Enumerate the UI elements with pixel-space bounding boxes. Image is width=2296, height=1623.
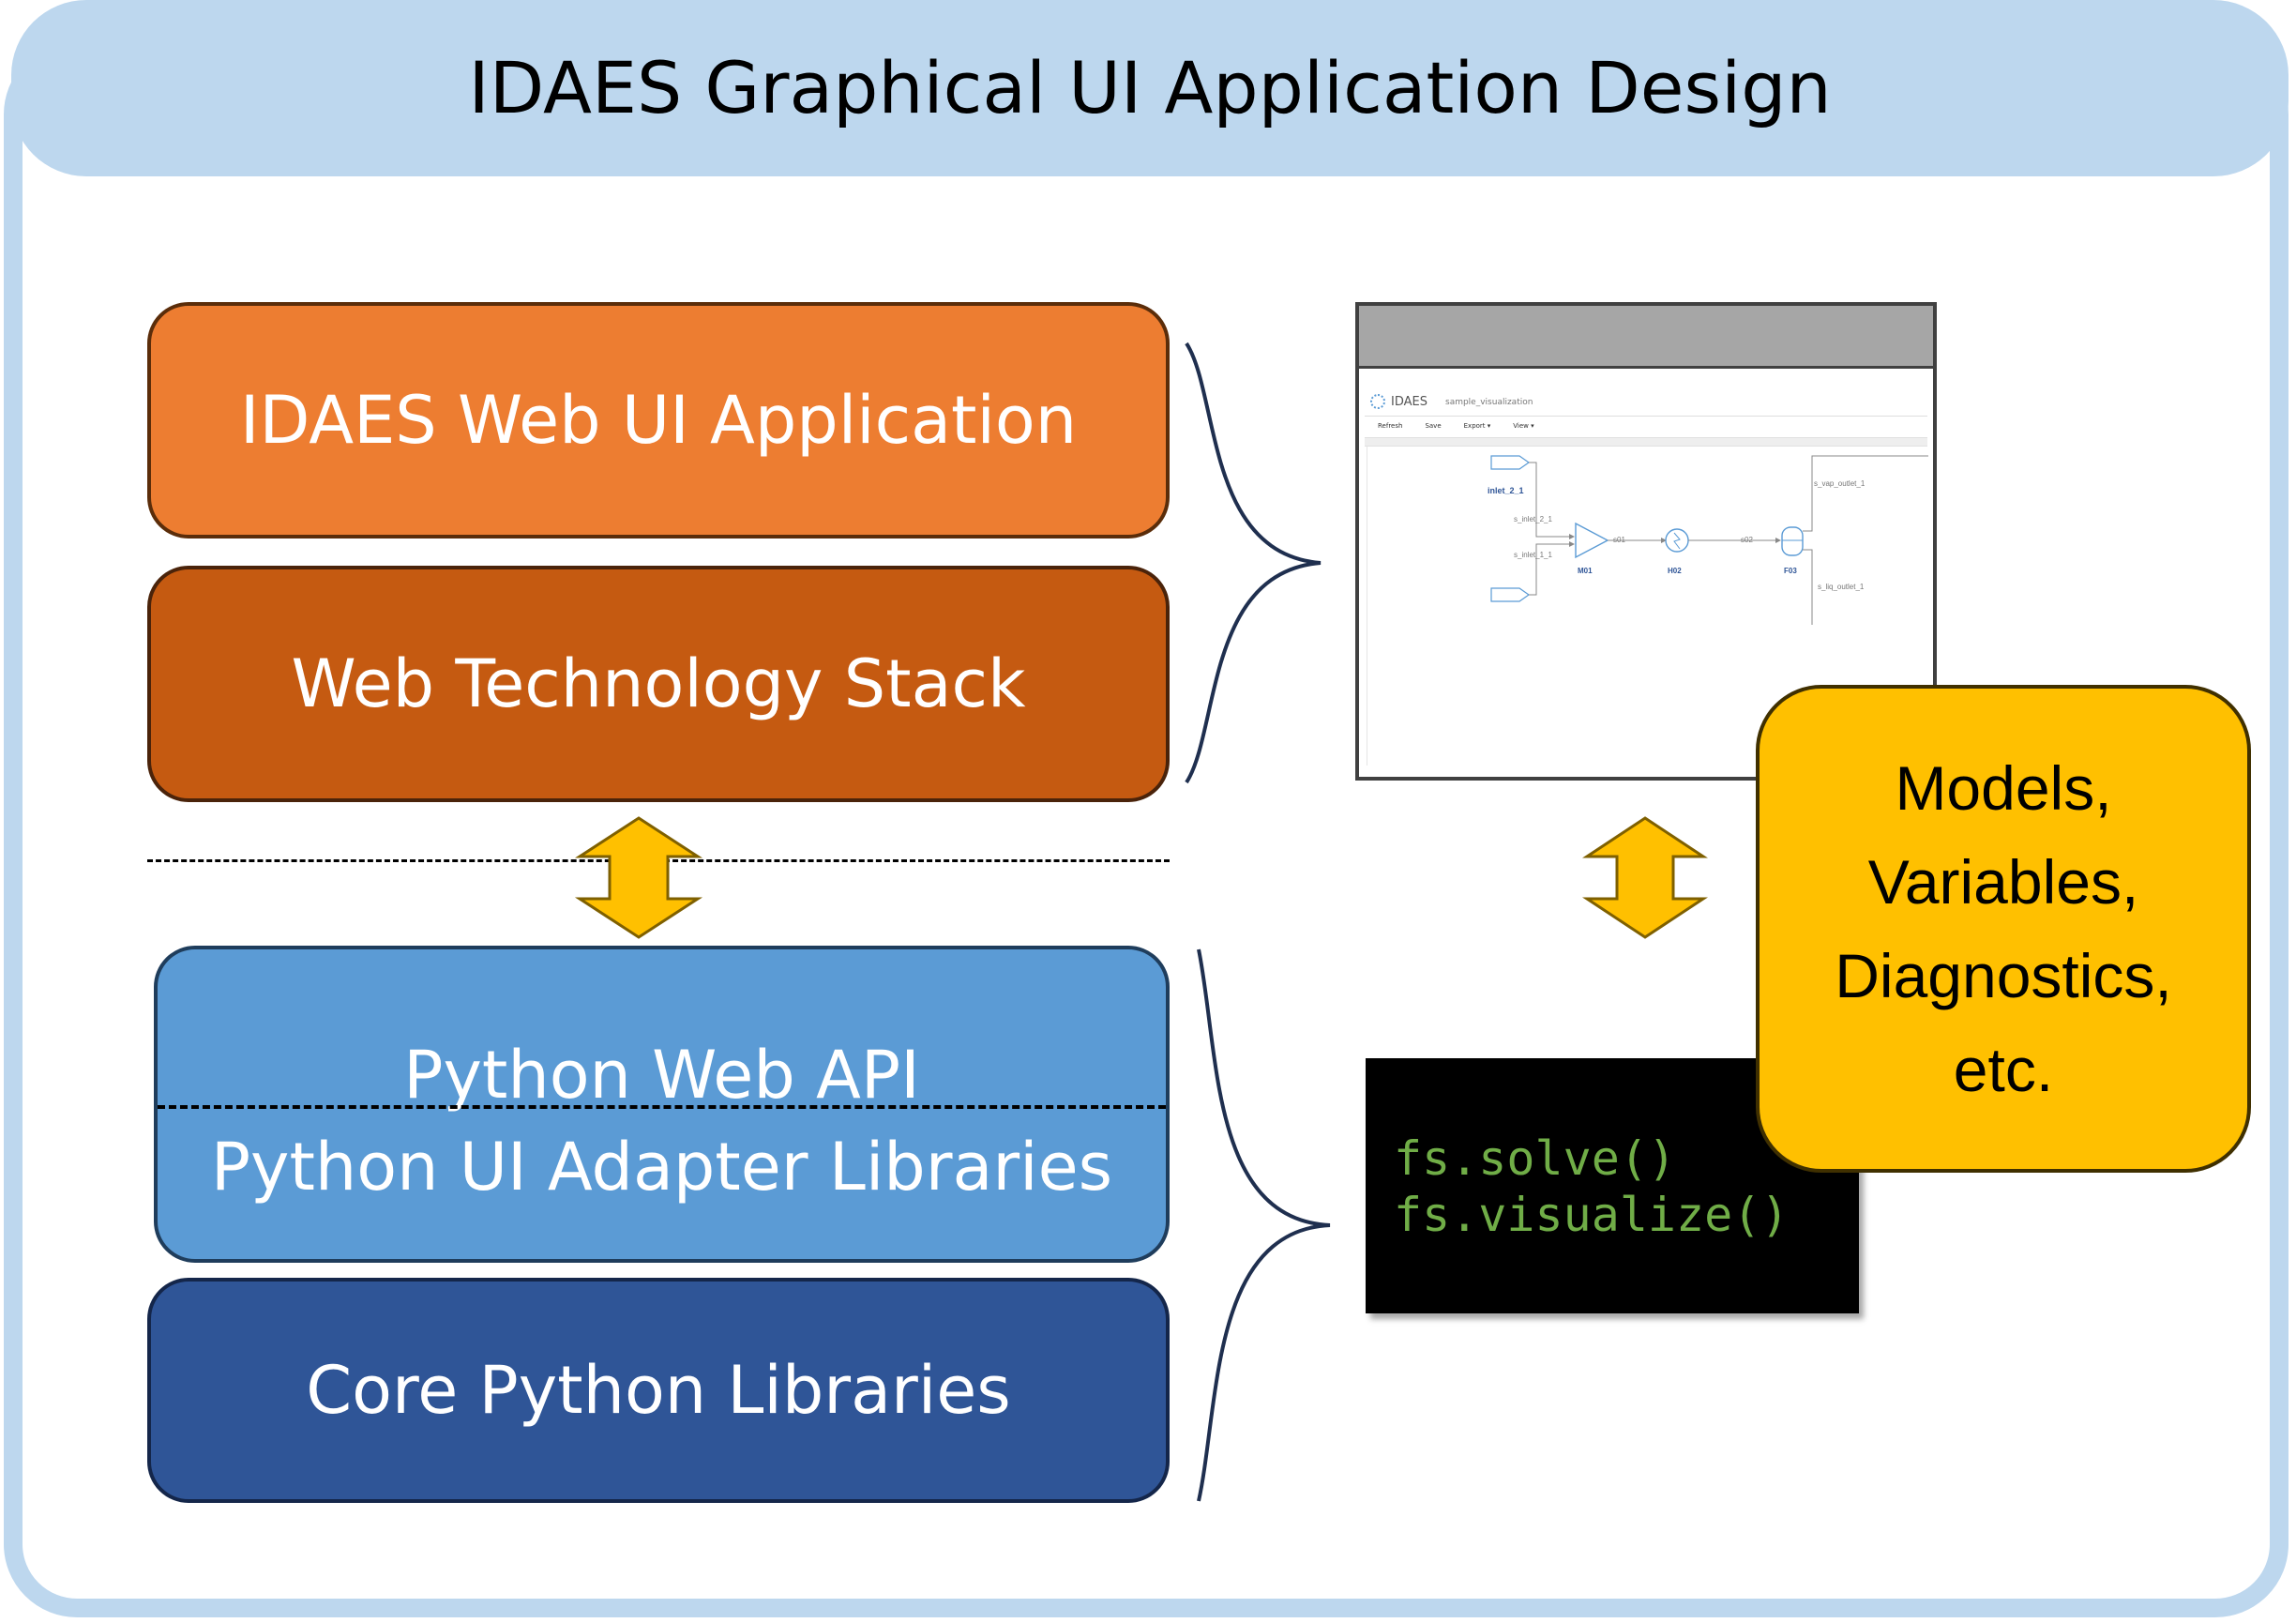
callout-line-etc: etc. xyxy=(1953,1035,2054,1104)
label-s-inlet-2-1: s_inlet_2_1 xyxy=(1514,515,1552,523)
layer-web-ui-application: IDAES Web UI Application xyxy=(147,302,1170,538)
label-s02: s02 xyxy=(1741,536,1753,544)
menu-save[interactable]: Save xyxy=(1425,422,1442,430)
layer-core-python-libraries: Core Python Libraries xyxy=(147,1278,1170,1503)
label-h02: H02 xyxy=(1668,567,1682,575)
terminal-line-visualize: fs.visualize() xyxy=(1394,1188,1790,1242)
screenshot-menu: Refresh Save Export ▾ View ▾ xyxy=(1378,422,1534,430)
label-s-vap-outlet-1: s_vap_outlet_1 xyxy=(1814,479,1866,488)
brace-top-icon xyxy=(1185,341,1322,784)
feed-tag-inlet-1-icon xyxy=(1490,587,1531,602)
label-s-liq-outlet-1: s_liq_outlet_1 xyxy=(1818,583,1865,591)
callout-line-diagnostics: Diagnostics, xyxy=(1835,941,2172,1010)
layer-web-technology-stack: Web Technology Stack xyxy=(147,566,1170,802)
label-inlet-2-1: inlet_2_1 xyxy=(1488,486,1524,495)
callout-line-variables: Variables, xyxy=(1867,847,2139,917)
screenshot-page-name: sample_visualization xyxy=(1445,398,1533,407)
mixer-m01-icon xyxy=(1575,522,1609,559)
flowsheet-diagram: inlet_2_1 s_inlet_2_1 s_inlet_1_1 M01 s0… xyxy=(1488,455,1928,625)
terminal-line-solve: fs.solve() xyxy=(1394,1131,1677,1186)
api-adapter-divider xyxy=(158,1105,1166,1109)
menu-view[interactable]: View ▾ xyxy=(1513,422,1534,430)
title-banner: IDAES Graphical UI Application Design xyxy=(11,0,2288,176)
shared-content-callout: Models, Variables, Diagnostics, etc. xyxy=(1756,685,2251,1173)
screenshot-logo: IDAES xyxy=(1370,394,1427,409)
diagram-title: IDAES Graphical UI Application Design xyxy=(468,45,1832,129)
screenshot-titlebar xyxy=(1359,306,1933,369)
double-arrow-left-icon xyxy=(574,816,703,939)
screenshot-logo-text: IDAES xyxy=(1391,394,1427,409)
layer-core-python-label: Core Python Libraries xyxy=(306,1352,1011,1429)
label-s-inlet-1-1: s_inlet_1_1 xyxy=(1514,551,1552,559)
screenshot-header-line xyxy=(1365,416,1927,417)
brace-bottom-icon xyxy=(1197,948,1331,1502)
feed-tag-inlet-2-icon xyxy=(1490,455,1531,470)
layer-web-ui-label: IDAES Web UI Application xyxy=(239,382,1078,459)
label-f03: F03 xyxy=(1784,567,1797,575)
double-arrow-right-icon xyxy=(1582,816,1708,939)
callout-line-models: Models, xyxy=(1895,753,2112,823)
menu-export[interactable]: Export ▾ xyxy=(1463,422,1491,430)
python-terminal: fs.solve() fs.visualize() xyxy=(1366,1058,1859,1313)
layer-python-ui-adapter-label: Python UI Adapter Libraries xyxy=(210,1129,1113,1206)
layer-python-web-api-label: Python Web API xyxy=(403,1037,920,1114)
layer-web-tech-label: Web Technology Stack xyxy=(291,645,1026,722)
menu-refresh[interactable]: Refresh xyxy=(1378,422,1403,430)
layer-python-web-api: Python Web API Python UI Adapter Librari… xyxy=(154,946,1170,1263)
screenshot-toolbar-strip xyxy=(1365,437,1927,447)
flash-f03-icon xyxy=(1781,526,1804,556)
idaes-logo-icon xyxy=(1370,394,1385,409)
label-m01: M01 xyxy=(1578,567,1593,575)
label-s01: s01 xyxy=(1613,536,1625,544)
flowsheet-canvas: inlet_2_1 s_inlet_2_1 s_inlet_1_1 M01 s0… xyxy=(1367,447,1928,766)
